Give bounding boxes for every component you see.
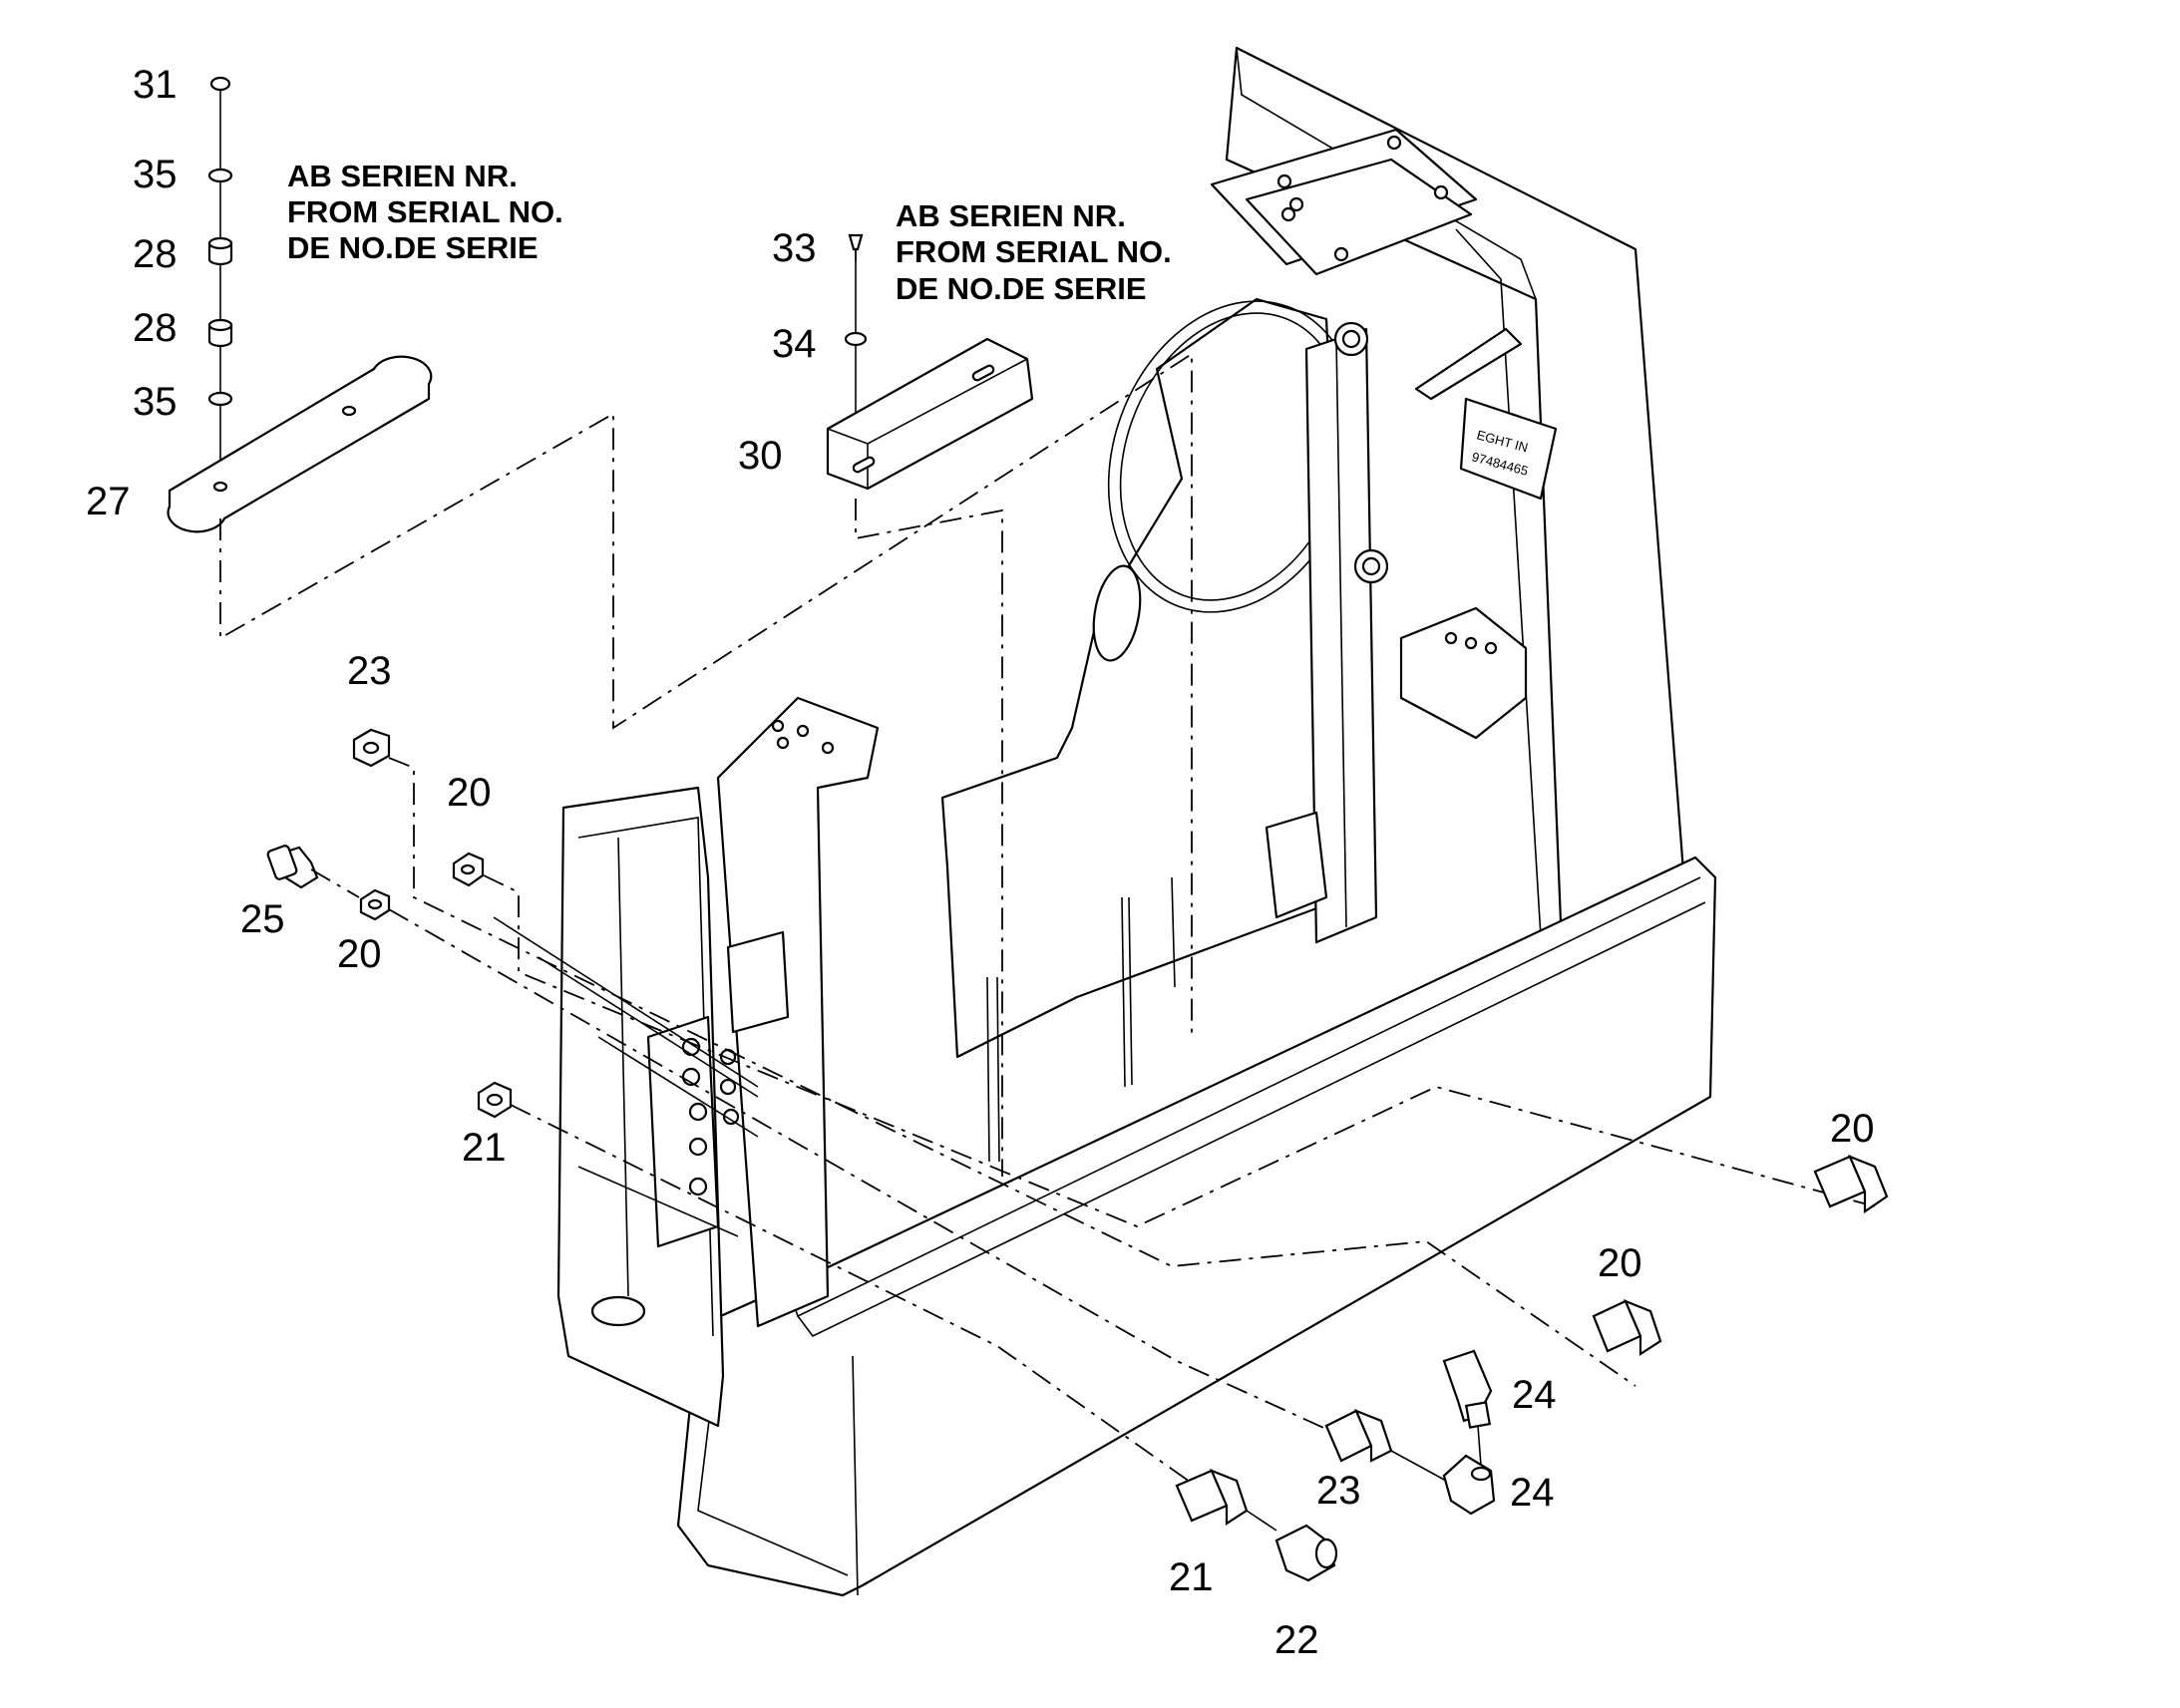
elbow-fitting-25 bbox=[266, 845, 319, 889]
part-number-labels: 31 35 28 28 35 27 33 34 30 23 20 25 20 2… bbox=[86, 63, 1875, 1662]
nut-31 bbox=[209, 76, 231, 92]
connector-22 bbox=[1274, 1524, 1338, 1582]
label-30: 30 bbox=[738, 434, 783, 478]
label-20-lower: 20 bbox=[337, 932, 382, 976]
label-31: 31 bbox=[133, 63, 178, 107]
screw-33 bbox=[848, 233, 864, 261]
label-33: 33 bbox=[772, 226, 817, 270]
label-28-top: 28 bbox=[133, 232, 178, 276]
serial-note-left: AB SERIEN NR. FROM SERIAL NO. DE NO.DE S… bbox=[287, 159, 563, 265]
note-center-line3: DE NO.DE SERIE bbox=[896, 271, 1147, 306]
label-23-left: 23 bbox=[347, 649, 392, 693]
spacer-28-bottom bbox=[207, 318, 233, 348]
label-22: 22 bbox=[1274, 1618, 1319, 1662]
label-25: 25 bbox=[240, 897, 285, 941]
washer-35-top bbox=[207, 168, 233, 183]
note-center-line1: AB SERIEN NR. bbox=[896, 198, 1126, 233]
angle-bracket-30 bbox=[826, 337, 1034, 491]
hose-fitting-20-right bbox=[1813, 1154, 1889, 1214]
adapter-23-right bbox=[1324, 1408, 1393, 1463]
jam-nut-23-left bbox=[352, 728, 391, 768]
label-24-lower: 24 bbox=[1510, 1471, 1555, 1515]
elbow-24-upper bbox=[1442, 1349, 1493, 1429]
washer-34 bbox=[844, 331, 868, 347]
left-fittings bbox=[266, 728, 1876, 1502]
label-23-right: 23 bbox=[1316, 1469, 1361, 1513]
label-20-upper: 20 bbox=[447, 771, 492, 815]
adapter-21-right bbox=[1175, 1468, 1249, 1527]
washer-35-bottom bbox=[207, 391, 233, 407]
mount-plate-assembly bbox=[167, 76, 1193, 1037]
jam-nut-20-lower bbox=[359, 888, 391, 921]
label-35-bottom: 35 bbox=[133, 380, 178, 424]
serial-note-center: AB SERIEN NR. FROM SERIAL NO. DE NO.DE S… bbox=[896, 198, 1172, 306]
jam-nut-21-left bbox=[477, 1081, 513, 1119]
label-35-top: 35 bbox=[133, 153, 178, 196]
angle-bracket-assembly bbox=[826, 233, 1034, 1177]
note-left-line2: FROM SERIAL NO. bbox=[287, 194, 563, 229]
note-left-line1: AB SERIEN NR. bbox=[287, 159, 518, 193]
label-21-left: 21 bbox=[462, 1126, 507, 1170]
spacer-28-top bbox=[207, 236, 233, 266]
label-24-upper: 24 bbox=[1512, 1373, 1557, 1417]
right-fittings bbox=[1175, 1154, 1889, 1582]
label-34: 34 bbox=[772, 322, 817, 366]
jam-nut-20-upper bbox=[452, 852, 485, 887]
label-20-mid: 20 bbox=[1598, 1241, 1642, 1285]
label-27: 27 bbox=[86, 480, 131, 523]
mounting-plate-27 bbox=[167, 355, 433, 533]
main-frame: EGHT IN 97484465 bbox=[556, 46, 1717, 1597]
label-28-bottom: 28 bbox=[133, 306, 178, 350]
note-left-line3: DE NO.DE SERIE bbox=[287, 230, 539, 265]
label-20-right: 20 bbox=[1830, 1107, 1875, 1151]
note-center-line2: FROM SERIAL NO. bbox=[896, 234, 1172, 269]
label-21-right: 21 bbox=[1169, 1555, 1214, 1599]
hose-fitting-20-mid bbox=[1592, 1298, 1662, 1357]
elbow-24-lower bbox=[1442, 1454, 1496, 1516]
